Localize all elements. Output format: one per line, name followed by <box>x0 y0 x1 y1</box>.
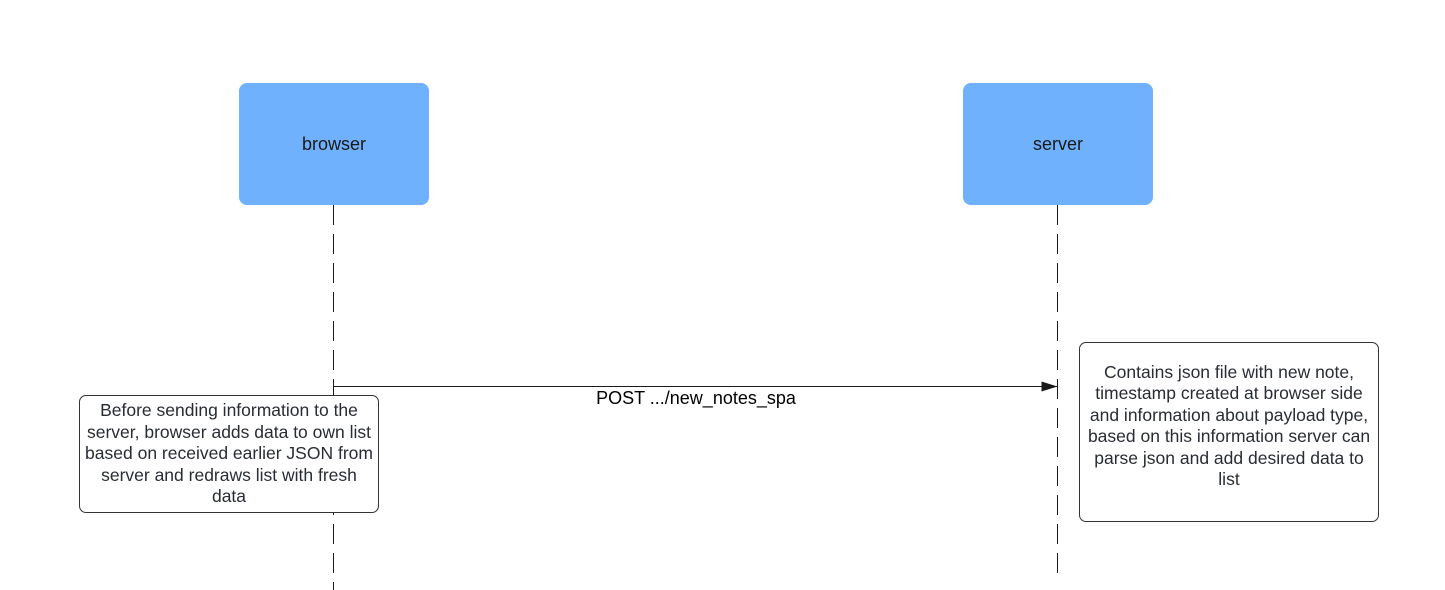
server-note-text: Contains json file with new note, timest… <box>1087 361 1371 490</box>
browser-actor: browser <box>239 83 429 205</box>
server-actor: server <box>963 83 1153 205</box>
server-actor-label: server <box>1032 133 1083 154</box>
browser-note: Before sending information to the server… <box>79 395 379 513</box>
browser-note-text: Before sending information to the server… <box>85 400 373 507</box>
server-note: Contains json file with new note, timest… <box>1079 342 1379 522</box>
browser-actor-label: browser <box>301 133 367 154</box>
post-message-label: POST .../new_notes_spa <box>596 388 796 408</box>
